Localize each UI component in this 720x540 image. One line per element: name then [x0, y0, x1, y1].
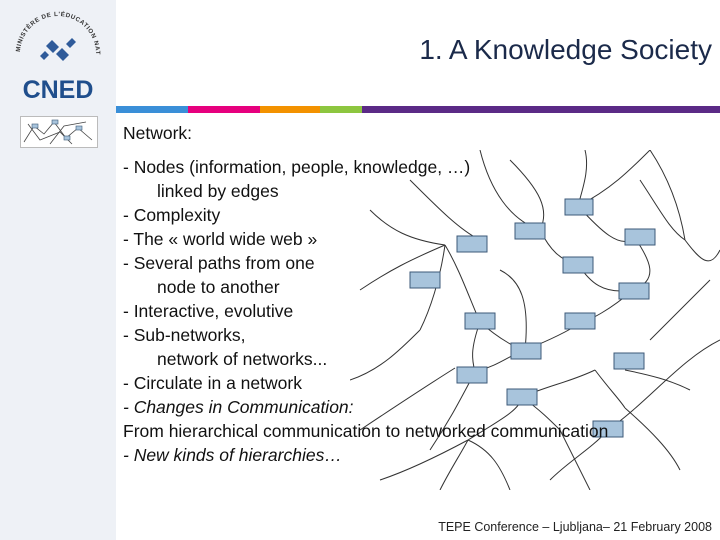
- network-heading: Network:: [123, 123, 193, 143]
- network-node: [514, 222, 546, 240]
- logo-emblem: [40, 38, 76, 61]
- stripe-green: [320, 106, 362, 113]
- network-node: [409, 271, 441, 289]
- sidebar: [0, 0, 116, 540]
- network-node: [456, 235, 488, 253]
- slide-content: Network: - Nodes (information, people, k…: [123, 121, 713, 467]
- bullet-hierarchies: - New kinds of hierarchies…: [123, 445, 342, 465]
- network-node: [464, 312, 496, 330]
- slide-title: 1. A Knowledge Society: [419, 34, 712, 65]
- bullet-subnetworks: - Sub-networks,: [123, 325, 246, 345]
- bullet-nodes: - Nodes (information, people, knowledge,…: [123, 157, 471, 177]
- bullet-hierarchical: From hierarchical communication to netwo…: [123, 421, 609, 441]
- bullet-communication: - Changes in Communication:: [123, 397, 354, 417]
- network-node: [456, 366, 488, 384]
- logo-wordmark: CNED: [23, 76, 94, 102]
- network-node: [564, 198, 594, 216]
- network-node: [564, 312, 596, 330]
- network-thumbnail: [20, 116, 98, 148]
- footer-text: TEPE Conference – Ljubljana– 21 February…: [438, 520, 712, 534]
- network-edges: [350, 150, 720, 490]
- spacer: [123, 145, 713, 155]
- network-node: [510, 342, 542, 360]
- network-node: [506, 388, 538, 406]
- network-node: [592, 420, 624, 438]
- bullet-paths: - Several paths from one: [123, 253, 315, 273]
- bullet-complexity: - Complexity: [123, 205, 221, 225]
- stripe-orange: [260, 106, 320, 113]
- network-node: [618, 282, 650, 300]
- stripe-purple: [362, 106, 720, 113]
- cned-logo: MINISTÈRE DE L'ÉDUCATION NATIONALE CNED: [12, 6, 100, 102]
- network-node: [562, 256, 594, 274]
- bullet-paths-cont: node to another: [157, 277, 280, 297]
- bullet-nodes-cont: linked by edges: [157, 181, 279, 201]
- bullet-interactive: - Interactive, evolutive: [123, 301, 294, 321]
- network-node: [613, 352, 645, 370]
- stripe-blue: [116, 106, 188, 113]
- bullet-circulate: - Circulate in a network: [123, 373, 302, 393]
- network-diagram: [350, 150, 720, 490]
- network-node: [624, 228, 656, 246]
- bullet-www: - The « world wide web »: [123, 229, 318, 249]
- bullet-subnetworks-cont: network of networks...: [157, 349, 328, 369]
- network-nodes: [409, 198, 656, 438]
- stripe-pink: [188, 106, 260, 113]
